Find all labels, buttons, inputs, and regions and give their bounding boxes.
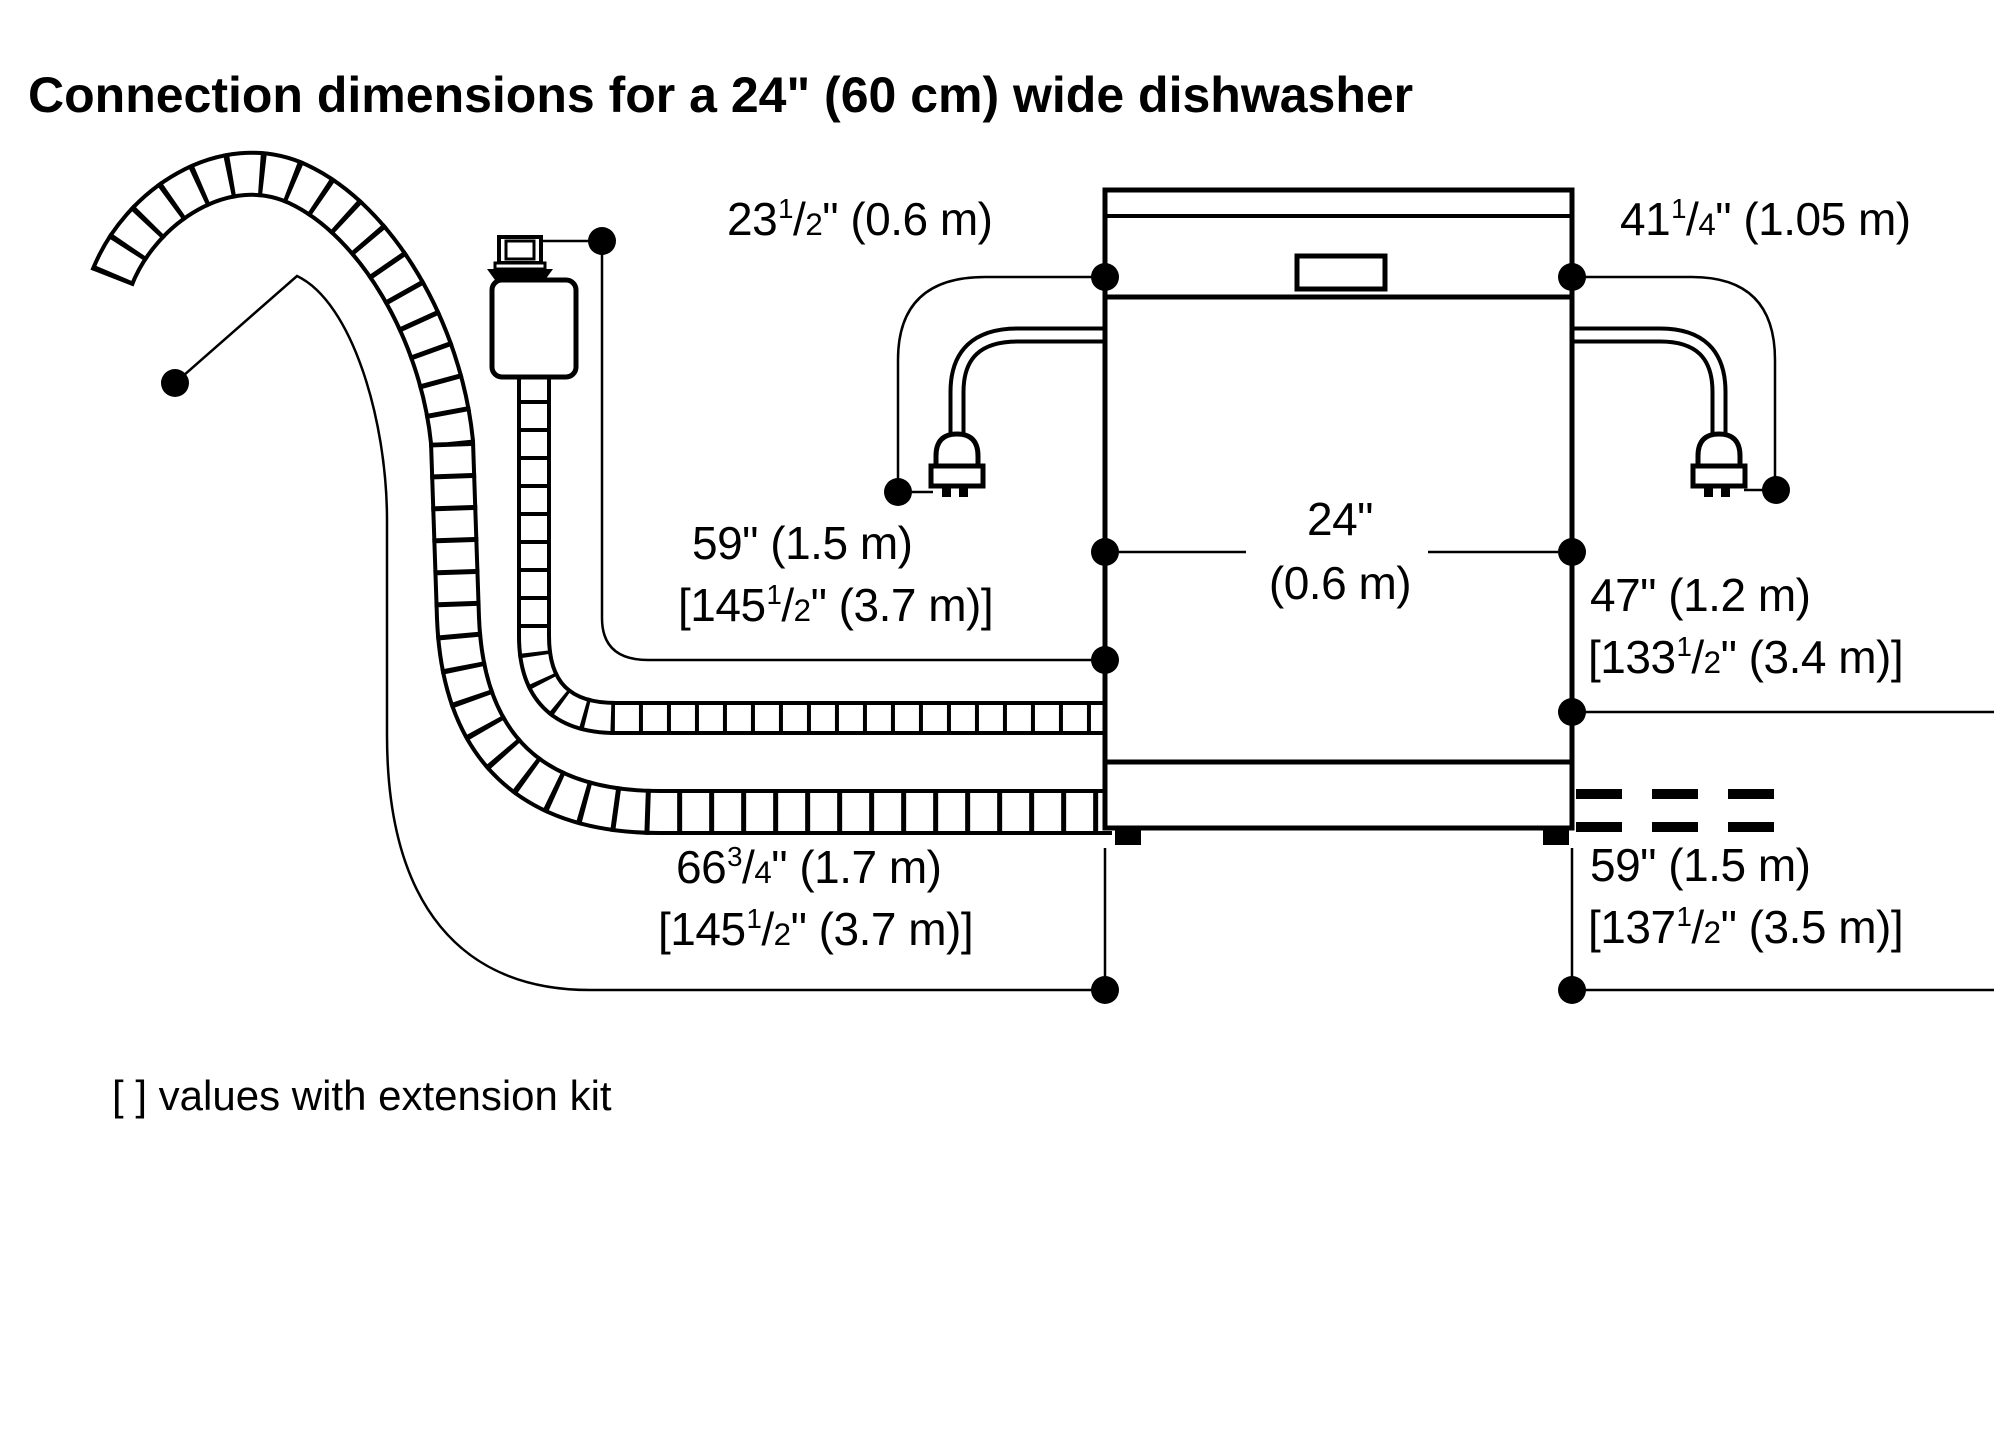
power-plug-left-icon (928, 431, 986, 497)
control-panel-icon (1294, 253, 1388, 292)
measurement-point (1091, 263, 1119, 291)
measurement-point (884, 478, 912, 506)
leader-lines (174, 239, 1994, 992)
measurement-point (1762, 476, 1790, 504)
water-supply-hose-icon (517, 372, 1112, 735)
leader-cord-right (1582, 275, 1777, 478)
hose-continuation-dashes-icon (1576, 789, 1800, 832)
dim-outlet-right-extension: [1371/2" (3.5 m)] (1588, 900, 1904, 953)
measurement-point (1091, 976, 1119, 1004)
measurement-point (1091, 646, 1119, 674)
water-valve-icon (487, 235, 579, 380)
dim-drain-right-extension: [1331/2" (3.4 m)] (1588, 630, 1904, 683)
dishwasher-foot (1543, 828, 1569, 845)
dim-drain-right-standard: 47" (1.2 m) (1590, 569, 1811, 621)
dishwasher-body (1102, 187, 1575, 845)
measurement-point (588, 227, 616, 255)
measurement-point (1558, 976, 1586, 1004)
dim-supply-extension: [1451/2" (3.7 m)] (678, 578, 994, 631)
measurement-point (1091, 538, 1119, 566)
measurement-point (1558, 698, 1586, 726)
leader-cord-left (896, 275, 1095, 480)
dim-drain-left-extension: [1451/2" (3.7 m)] (658, 902, 974, 955)
dim-cord-right-label: 411/4" (1.05 m) (1620, 192, 1911, 245)
extension-kit-note: [ ] values with extension kit (112, 1072, 612, 1119)
leader-drain-left (174, 274, 1093, 992)
measurement-points (161, 227, 1790, 1004)
measurement-point (1558, 263, 1586, 291)
dim-outlet-right-standard: 59" (1.5 m) (1590, 839, 1811, 891)
drain-hose-icon (90, 150, 1112, 835)
dim-supply-standard: 59" (1.5 m) (692, 517, 913, 569)
dishwasher-foot (1115, 828, 1141, 845)
dim-width-inches: 24" (1307, 493, 1374, 545)
power-plug-right-icon (1690, 431, 1748, 497)
leader-supply (600, 253, 1093, 662)
power-cord-right-icon (1567, 326, 1728, 433)
measurement-point (161, 369, 189, 397)
page-title: Connection dimensions for a 24" (60 cm) … (28, 67, 1414, 123)
dim-cord-left-label: 231/2" (0.6 m) (727, 192, 993, 245)
dim-width-metric: (0.6 m) (1268, 557, 1412, 609)
measurement-point (1558, 538, 1586, 566)
dim-drain-left-standard: 663/4" (1.7 m) (676, 840, 942, 893)
power-cord-left-icon (948, 326, 1110, 433)
